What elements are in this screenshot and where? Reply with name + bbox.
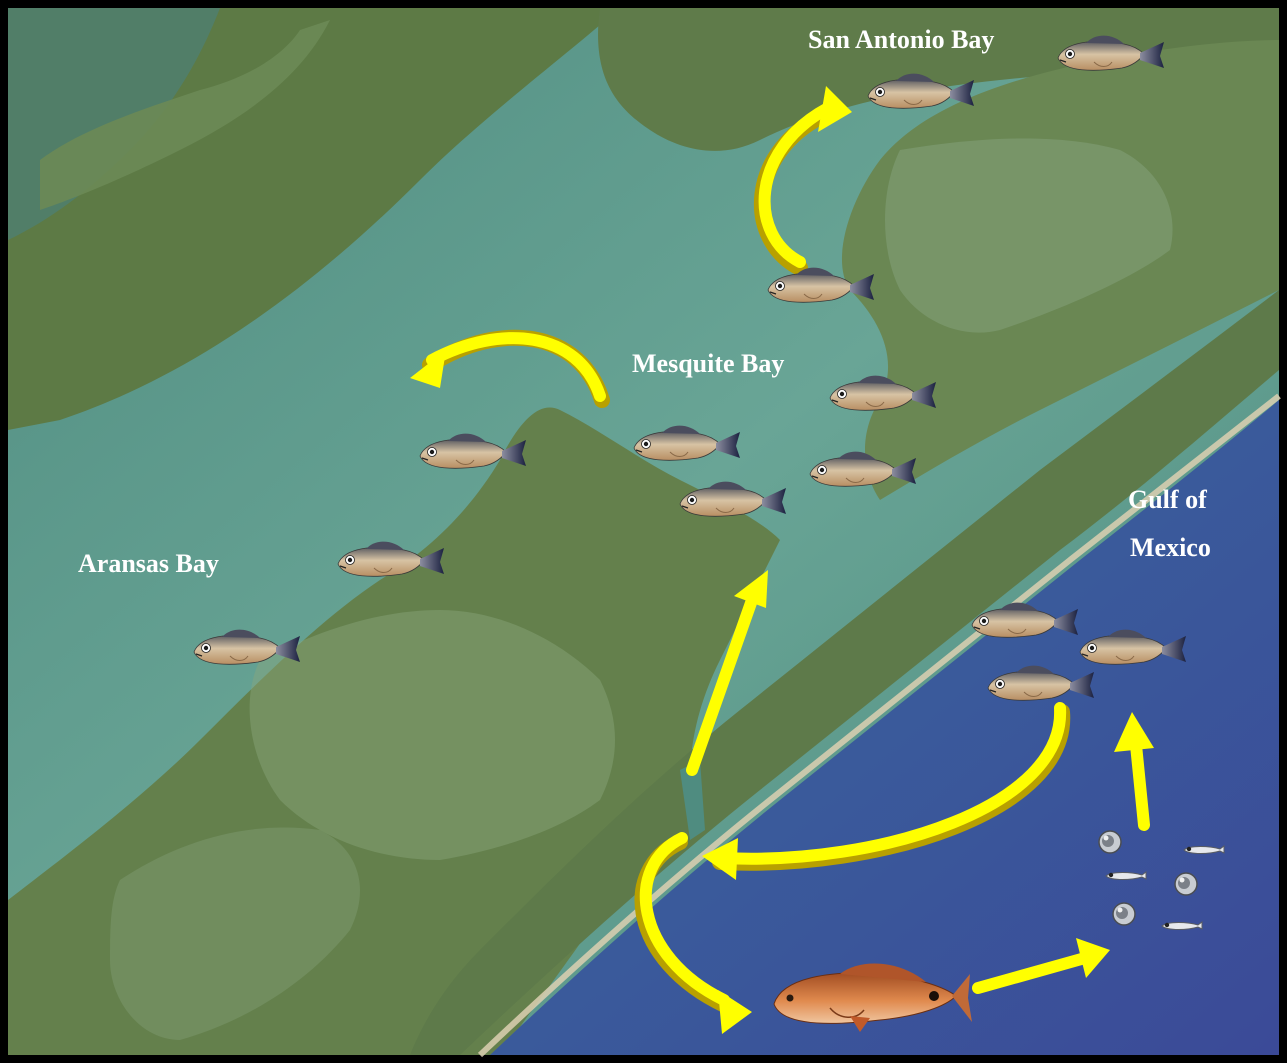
migration-arrow-icon bbox=[686, 594, 758, 776]
label-aransas-bay: Aransas Bay bbox=[78, 549, 219, 578]
arrowheads bbox=[410, 86, 1154, 1034]
red-drum-eyespot bbox=[929, 991, 939, 1001]
migration-arrow-icon bbox=[716, 702, 1067, 865]
gulf-water bbox=[490, 400, 1279, 1055]
label-mesquite-bay: Mesquite Bay bbox=[632, 349, 784, 378]
arrowhead-san-antonio bbox=[818, 86, 852, 132]
migration-arrow-icon bbox=[1130, 739, 1150, 831]
beach-line bbox=[477, 393, 1281, 1058]
marsh-flats-ne bbox=[885, 138, 1173, 333]
migration-arrows bbox=[422, 102, 1150, 1013]
satellite-map bbox=[8, 8, 1281, 1058]
arrowhead-to-eggs bbox=[1076, 938, 1110, 978]
migration-arrow-icon bbox=[758, 102, 834, 268]
red-drum-adult-fish-icon bbox=[773, 963, 972, 1032]
label-gulf-line2: Mexico bbox=[1130, 533, 1211, 562]
arrowhead-to-juveniles bbox=[1114, 712, 1154, 752]
migration-arrow-icon bbox=[972, 952, 1091, 994]
label-san-antonio-bay: San Antonio Bay bbox=[808, 25, 994, 54]
tidal-pass bbox=[680, 760, 705, 840]
egg-icon bbox=[1112, 902, 1136, 926]
arrowhead-to-adult bbox=[718, 990, 752, 1034]
arrowhead-mesquite bbox=[410, 350, 446, 388]
egg-icon bbox=[1174, 872, 1198, 896]
migration-arrow-icon bbox=[639, 832, 730, 1006]
egg-icon bbox=[1098, 830, 1122, 854]
arrowhead-gulf-return bbox=[702, 838, 738, 880]
marsh-strip-nw bbox=[40, 20, 330, 210]
barrier-island bbox=[410, 290, 1279, 1055]
migration-arrow-icon bbox=[426, 332, 606, 402]
arrowhead-up-bay bbox=[734, 570, 768, 608]
label-gulf-line1: Gulf of bbox=[1128, 485, 1207, 514]
marsh-southwest bbox=[110, 827, 360, 1040]
tidal-flats-south bbox=[249, 610, 615, 860]
